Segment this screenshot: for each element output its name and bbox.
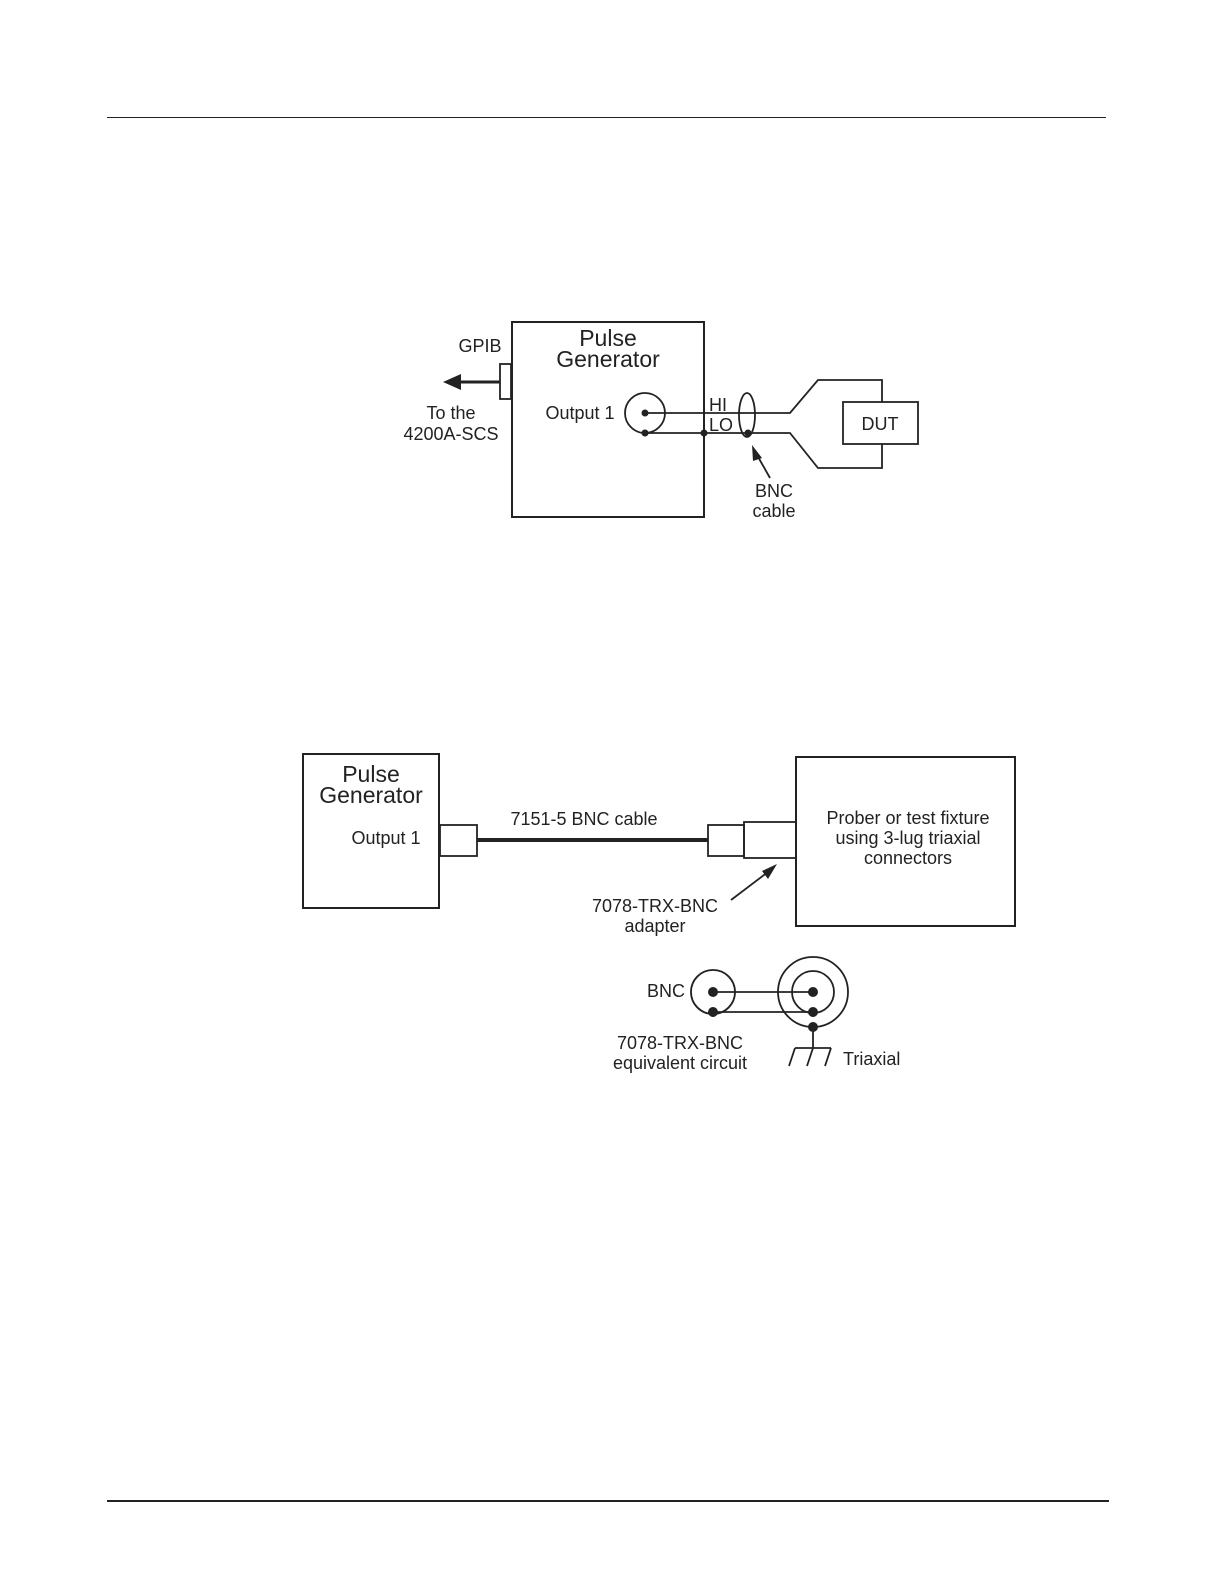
adapter-label-1: 7078-TRX-BNC bbox=[592, 896, 718, 916]
adapter-pointer bbox=[731, 872, 768, 900]
pulse-generator-title-2: Generator bbox=[556, 346, 660, 372]
adapter-label-2: adapter bbox=[624, 916, 685, 936]
gpib-connector bbox=[500, 364, 511, 399]
lo-junction bbox=[701, 430, 708, 437]
output-label: Output 1 bbox=[545, 403, 614, 423]
destination-label-1: To the bbox=[426, 403, 475, 423]
ground-hatch-2 bbox=[807, 1048, 813, 1066]
prober-label-2: using 3-lug triaxial bbox=[835, 828, 980, 848]
hi-label: HI bbox=[709, 395, 727, 415]
lo-wire bbox=[645, 433, 882, 468]
triaxial-label: Triaxial bbox=[843, 1049, 900, 1069]
figure-pulse-generator-to-prober: Pulse Generator Output 1 7151-5 BNC cabl… bbox=[303, 754, 1015, 936]
ground-hatch-1 bbox=[789, 1048, 795, 1066]
bnc-cable-label-2: cable bbox=[752, 501, 795, 521]
bnc-cable-pointer-head bbox=[752, 445, 762, 461]
prober-label-3: connectors bbox=[864, 848, 952, 868]
circuit-label-2: equivalent circuit bbox=[613, 1053, 747, 1073]
dut-label: DUT bbox=[862, 414, 899, 434]
destination-label-2: 4200A-SCS bbox=[403, 424, 498, 444]
cable-label: 7151-5 BNC cable bbox=[510, 809, 657, 829]
figure-equivalent-circuit: BNC 7078-TRX-BNC equivalent circuit Tria… bbox=[613, 957, 900, 1073]
figure-pulse-generator-to-dut: Pulse Generator GPIB To the 4200A-SCS Ou… bbox=[403, 322, 918, 521]
gpib-label: GPIB bbox=[458, 336, 501, 356]
output-connector bbox=[440, 825, 477, 856]
bnc-label: BNC bbox=[647, 981, 685, 1001]
cable-end-connector bbox=[708, 825, 744, 856]
adapter-connector bbox=[744, 822, 796, 858]
ground-hatch-3 bbox=[825, 1048, 831, 1066]
circuit-label-1: 7078-TRX-BNC bbox=[617, 1033, 743, 1053]
pulse-generator-title-2-2: Generator bbox=[319, 782, 423, 808]
bnc-cable-label-1: BNC bbox=[755, 481, 793, 501]
adapter-pointer-head bbox=[762, 864, 777, 879]
prober-label-1: Prober or test fixture bbox=[826, 808, 989, 828]
output-label-2: Output 1 bbox=[351, 828, 420, 848]
hi-wire bbox=[645, 380, 882, 413]
gpib-arrowhead bbox=[443, 374, 461, 390]
lo-label: LO bbox=[709, 415, 733, 435]
